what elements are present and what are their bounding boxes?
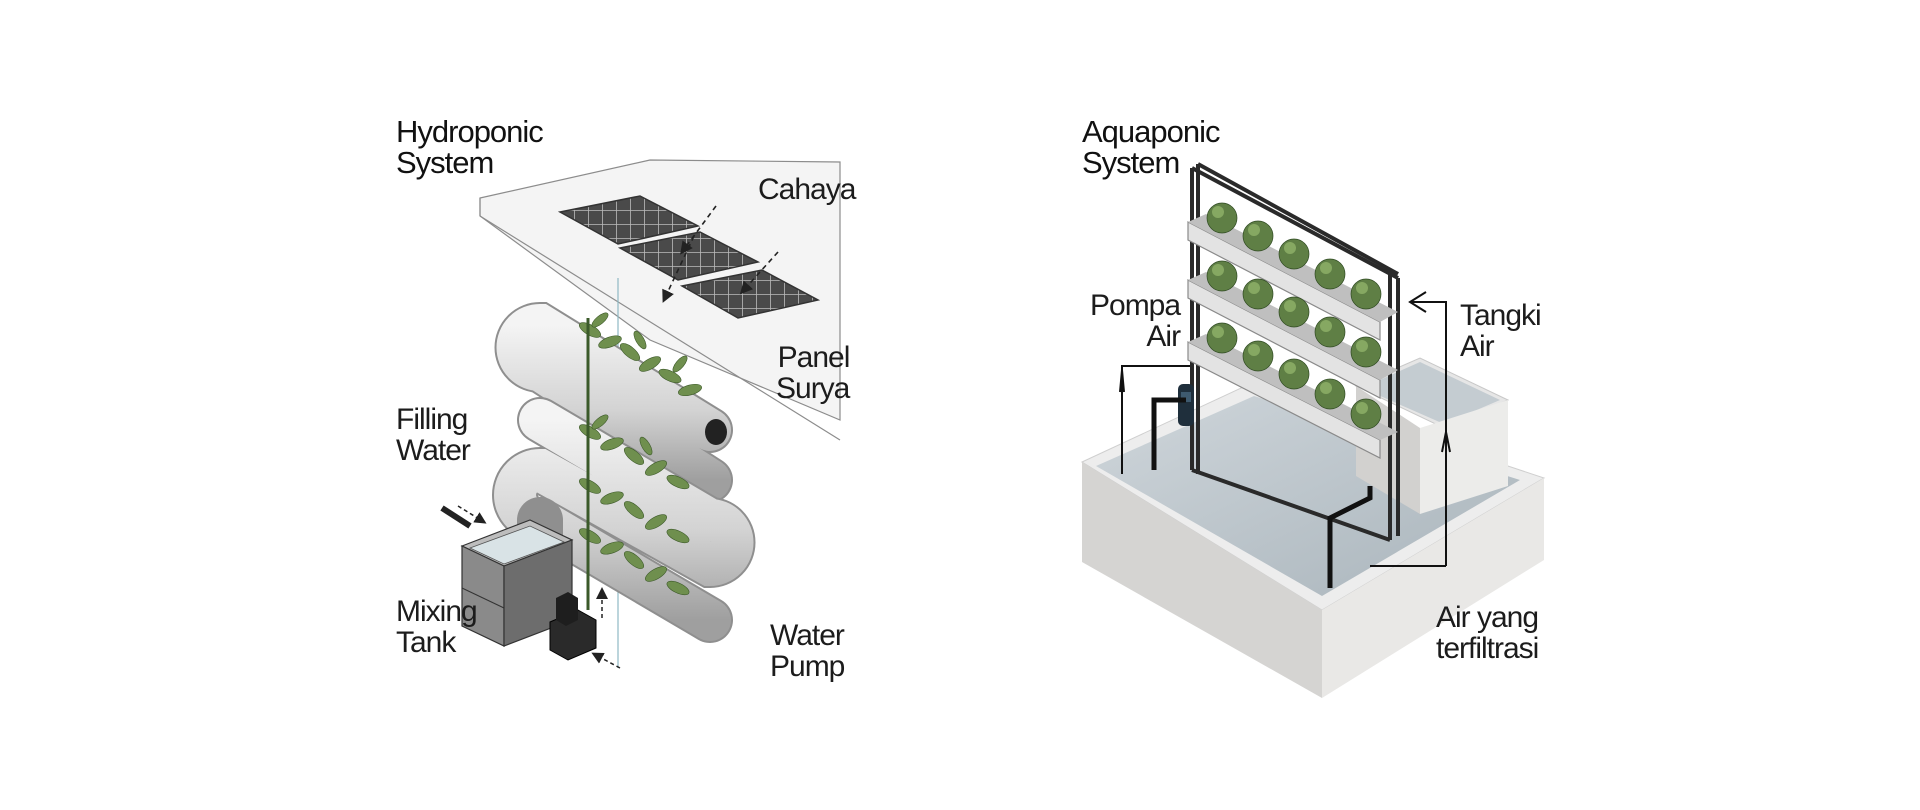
label-panel-surya: Panel Surya (776, 341, 851, 405)
hydroponic-title-line: System (396, 145, 494, 180)
hydro-plants (579, 312, 702, 596)
label-tangki-air: Tangki Air (1460, 299, 1542, 363)
aqua-piping (1151, 397, 1373, 588)
label-panel-surya-line: Surya (776, 372, 850, 405)
label-filling-water-line: Water (396, 434, 471, 467)
label-mixing-tank: Mixing Tank (396, 595, 478, 659)
label-air-terfiltrasi: Air yang terfiltrasi (1436, 601, 1539, 665)
label-tangki-air-line: Air (1460, 330, 1495, 363)
pipe-end (705, 419, 727, 445)
aqua-pump (1178, 384, 1194, 426)
label-water-pump-line: Water (770, 619, 845, 652)
label-mixing-tank-line: Tank (396, 626, 456, 659)
label-cahaya: Cahaya (758, 173, 856, 206)
label-pompa-air-line: Air (1146, 320, 1181, 353)
solar-panels (557, 195, 821, 319)
label-filling-water-line: Filling (396, 403, 468, 436)
water-pump (549, 592, 597, 661)
solar-panel (557, 195, 701, 245)
aquaponic-title-line: Aquaponic (1082, 114, 1221, 149)
hydroponic-title-line: Hydroponic (396, 114, 544, 149)
label-water-pump-line: Pump (770, 650, 845, 683)
label-water-pump: Water Pump (770, 619, 845, 683)
label-air-terfiltrasi-line: terfiltrasi (1436, 632, 1539, 665)
label-cahaya-line: Cahaya (758, 173, 856, 206)
label-air-terfiltrasi-line: Air yang (1436, 601, 1539, 634)
light-arrows (662, 205, 779, 303)
solar-panel (617, 231, 761, 281)
label-filling-water: Filling Water (396, 403, 471, 467)
label-mixing-tank-line: Mixing (396, 595, 478, 628)
label-pompa-air-line: Pompa (1090, 289, 1181, 322)
label-pompa-air: Pompa Air (1090, 289, 1181, 353)
aquaponic-illustration (1080, 162, 1546, 698)
flow-lines (1119, 291, 1451, 567)
aquaponic-title: Aquaponic System (1082, 114, 1221, 180)
aquaponic-title-line: System (1082, 145, 1180, 180)
label-panel-surya-line: Panel (777, 341, 851, 374)
hydroponic-title: Hydroponic System (396, 114, 544, 180)
hydroponic-illustration (440, 159, 841, 669)
label-tangki-air-line: Tangki (1460, 299, 1542, 332)
